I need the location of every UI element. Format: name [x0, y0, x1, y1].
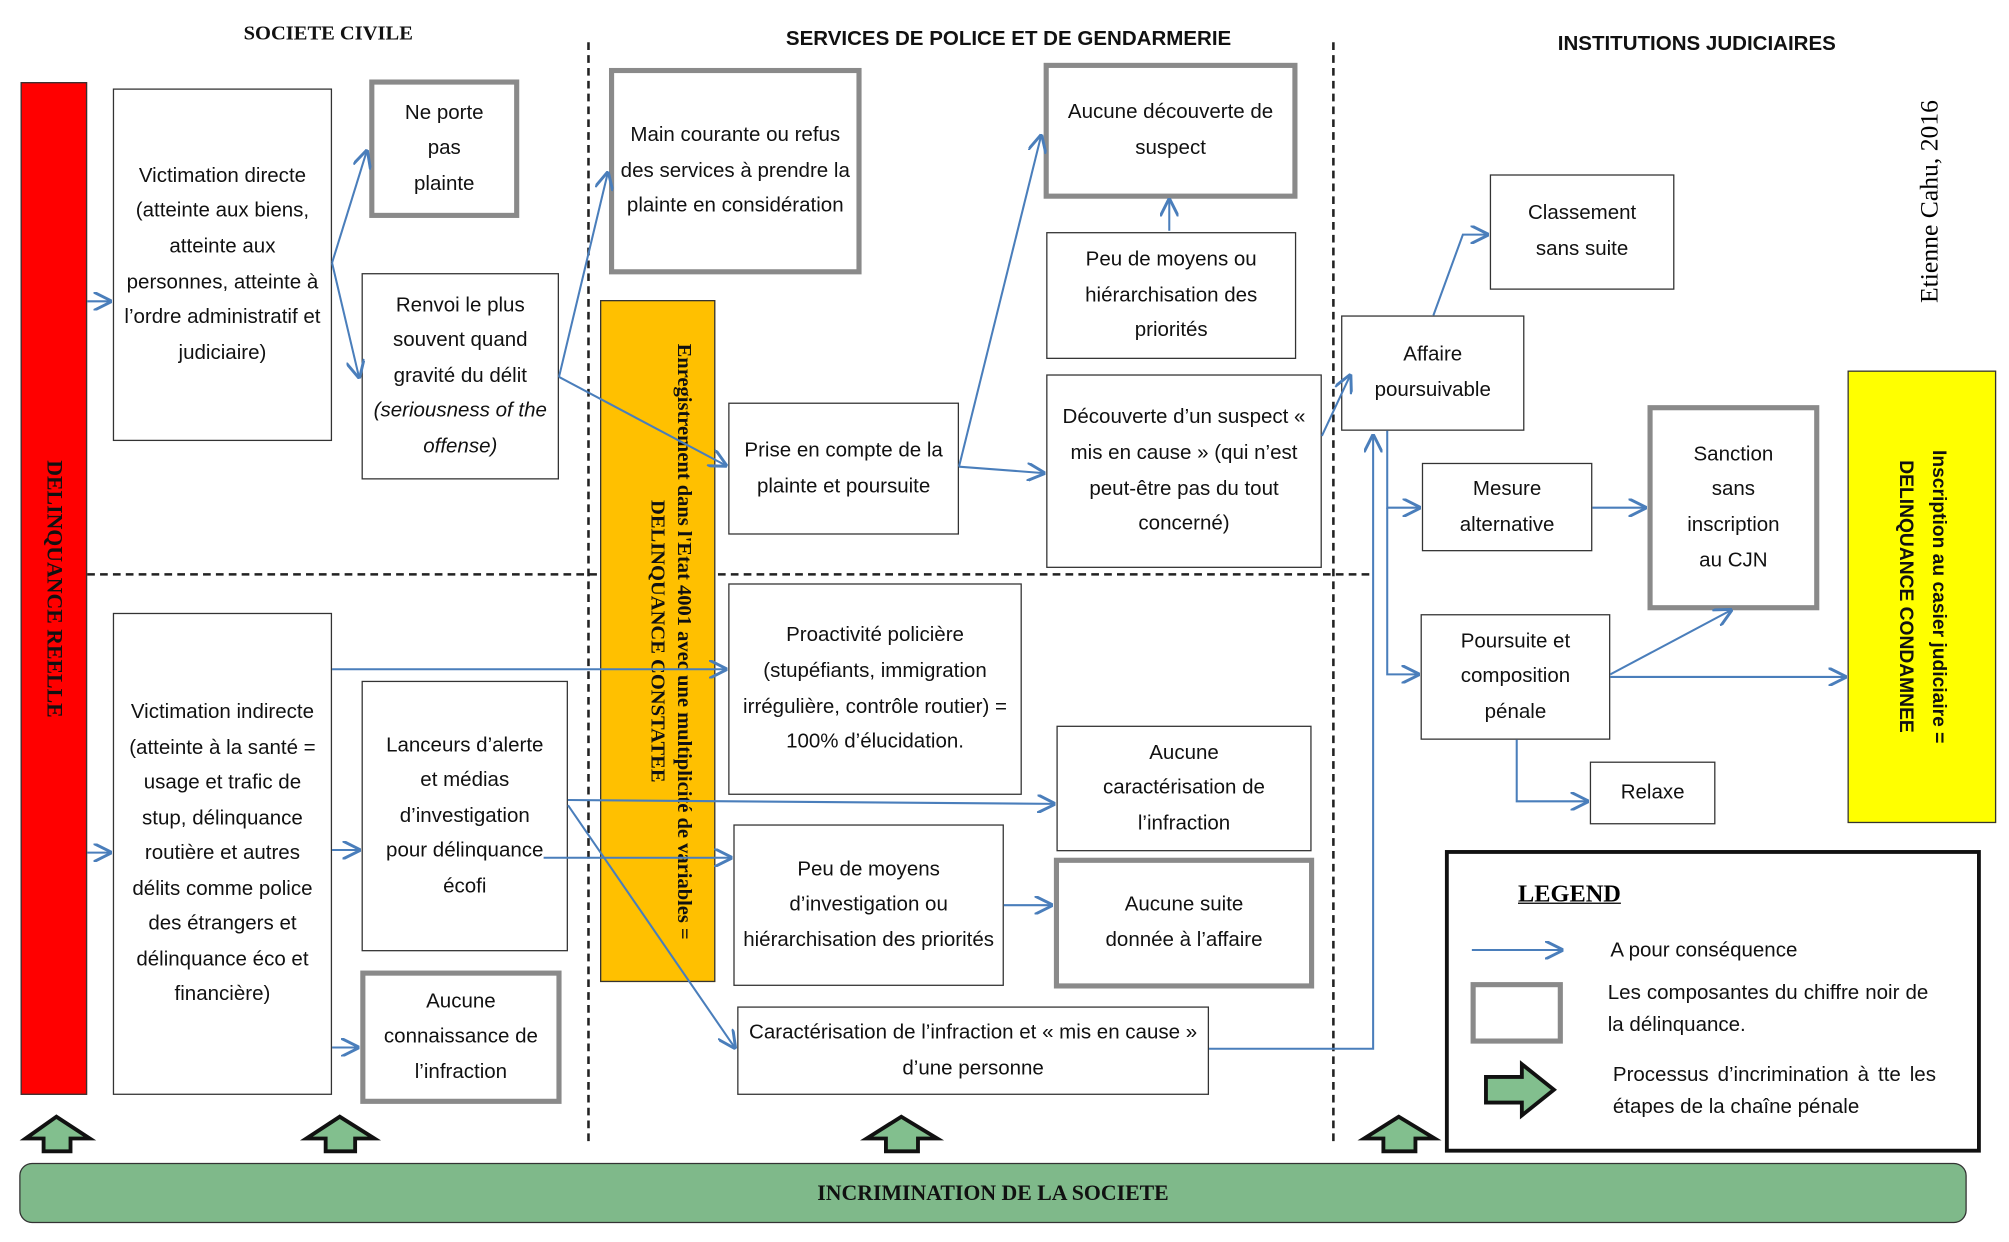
box-aucune-connaissance: Aucune connaissance de l’infraction [360, 970, 562, 1104]
delinquance-reelle-bar: DELINQUANCE REELLE [20, 82, 88, 1095]
green-up-arrow-2 [299, 1114, 382, 1154]
box-relaxe: Relaxe [1589, 761, 1716, 825]
incrimination-bar: INCRIMINATION DE LA SOCIETE [19, 1162, 1967, 1224]
header-judiciaire: INSTITUTIONS JUDICIAIRES [1557, 33, 1836, 56]
box-aucune-decouverte: Aucune découverte de suspect [1043, 62, 1298, 199]
renvoi-text: Renvoi le plus souvent quand gravité du … [392, 294, 528, 387]
box-peu-moyens-2: Peu de moyens d’investigation ou hiérarc… [733, 824, 1004, 986]
arrow-prise-to-decouverte [958, 467, 1044, 473]
arrow-prise-to-aucune-decouverte [958, 136, 1041, 467]
condamnee-line2: DELINQUANCE CONDAMNEE [1894, 460, 1917, 734]
box-affaire-poursuivable: Affaire poursuivable [1341, 315, 1525, 431]
box-main-courante: Main courante ou refus des services à pr… [608, 67, 862, 275]
renvoi-italic: (seriousness of the offense) [373, 400, 547, 458]
legend-item-3: Processus d’incrimination à tte les étap… [1612, 1064, 1936, 1118]
legend-title: LEGEND [1518, 880, 1621, 908]
legend-item-1: A pour conséquence [1610, 939, 1798, 962]
delinquance-condamnee-bar: Inscription au casier judiciaire = DELIN… [1847, 370, 1997, 824]
delinquance-reelle-label: DELINQUANCE REELLE [42, 459, 67, 718]
legend-green-arrow [1484, 1060, 1557, 1120]
green-up-arrow-1 [19, 1114, 97, 1154]
incrimination-label: INCRIMINATION DE LA SOCIETE [817, 1180, 1169, 1205]
box-prise-en-compte: Prise en compte de la plainte et poursui… [728, 402, 960, 535]
box-victimation-indirecte: Victimation indirecte (atteinte à la san… [112, 612, 333, 1095]
box-lanceurs: Lanceurs d’alerte et médias d’investigat… [361, 680, 568, 952]
box-renvoi: Renvoi le plus souvent quand gravité du … [361, 273, 559, 480]
legend-thick-box-sample [1470, 982, 1563, 1044]
box-aucune-suite: Aucune suite donnée à l’affaire [1053, 857, 1315, 989]
delinquance-constatee-label: Enregistrement dans l'Etat 4001 avec une… [646, 342, 695, 940]
arrow-affaire-to-mesure [1386, 430, 1419, 508]
arrow-renvoi-to-prise [558, 376, 726, 465]
box-victimation-directe: Victimation directe (atteinte aux biens,… [112, 88, 333, 442]
arrow-directe-to-renvoi [331, 262, 359, 377]
header-societe-civile: SOCIETE CIVILE [243, 23, 413, 45]
box-sanction-sans: Sanction sans inscription au CJN [1647, 405, 1820, 611]
arrow-poursuite-to-relaxe [1515, 739, 1588, 802]
arrow-poursuite-to-sanction [1609, 610, 1731, 676]
box-mesure-alternative: Mesure alternative [1421, 462, 1593, 552]
arrow-decouverte-to-affaire [1320, 376, 1350, 437]
divider-left [587, 42, 590, 1142]
box-poursuite-composition: Poursuite et composition pénale [1420, 614, 1611, 740]
divider-right [1332, 42, 1335, 1142]
green-up-arrow-4 [1357, 1114, 1442, 1154]
legend-item-2: Les composantes du chiffre noir de la dé… [1607, 982, 1929, 1036]
arrow-affaire-to-classement [1432, 235, 1487, 316]
divider-horizontal [87, 573, 1370, 576]
arrow-caracterisation-to-affaire [1209, 436, 1373, 1050]
box-aucune-caracterisation: Aucune caractérisation de l’infraction [1056, 725, 1312, 852]
arrow-affaire-to-poursuite [1386, 507, 1418, 675]
box-classement: Classement sans suite [1489, 174, 1675, 290]
box-caracterisation: Caractérisation de l’infraction et « mis… [737, 1006, 1210, 1095]
box-proactivite: Proactivité policière (stupéfiants, immi… [728, 583, 1022, 795]
condamnee-line1: Inscription au casier judiciaire = [1927, 450, 1950, 744]
delinquance-constatee-bar: Enregistrement dans l'Etat 4001 avec une… [600, 300, 716, 983]
box-ne-porte-pas-plainte: Ne porte pas plainte [369, 79, 520, 218]
arrow-renvoi-to-main-courante [557, 173, 608, 378]
arrow-directe-to-ne-porte [331, 151, 367, 264]
arrow-lanceurs-to-aucune-caracterisation [567, 800, 1054, 804]
box-decouverte-suspect: Découverte d’un suspect « mis en cause »… [1046, 374, 1322, 568]
header-police: SERVICES DE POLICE ET DE GENDARMERIE [785, 28, 1232, 51]
arrow-lanceurs-to-caracterisation [567, 804, 735, 1047]
box-peu-moyens-1: Peu de moyens ou hiérarchisation des pri… [1046, 232, 1297, 359]
green-up-arrow-3 [860, 1114, 945, 1154]
